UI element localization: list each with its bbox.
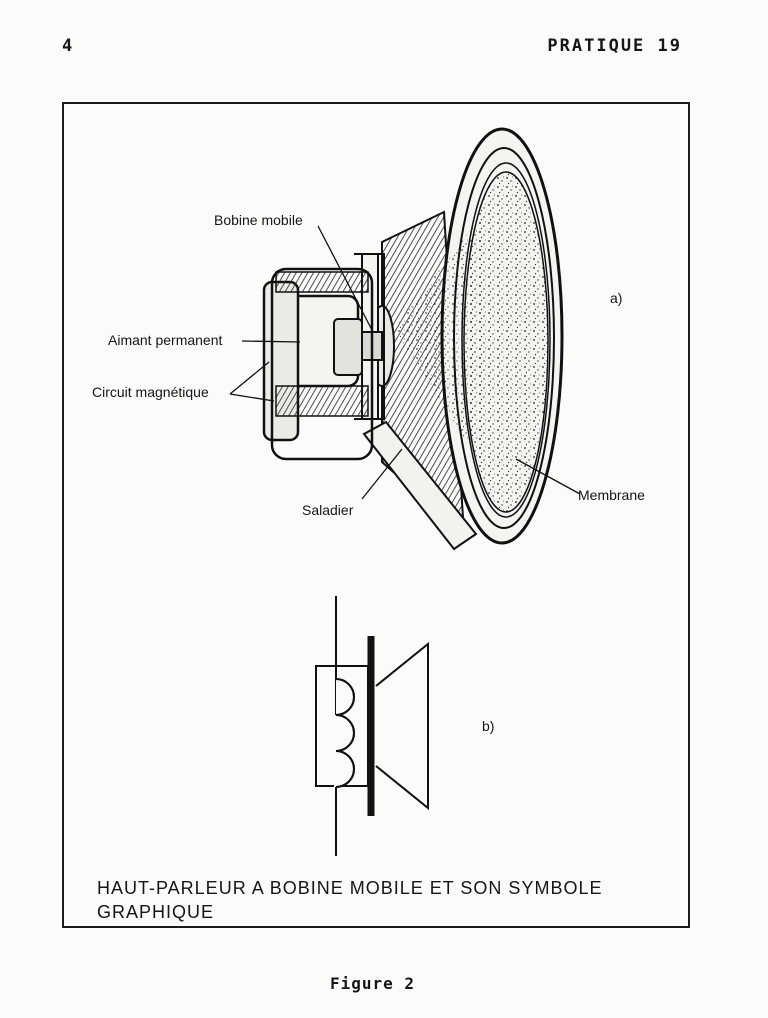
figure-number: Figure 2 <box>330 974 416 993</box>
magnetic-circuit <box>270 267 374 461</box>
loudspeaker-illustration <box>229 127 581 856</box>
loudspeaker-symbol <box>315 596 429 856</box>
caption-line-1: HAUT-PARLEUR A BOBINE MOBILE ET SON SYMB… <box>97 878 603 898</box>
figure-frame: Bobine mobile Aimant permanent Circuit m… <box>62 102 690 928</box>
label-permanent-magnet: Aimant permanent <box>108 332 223 348</box>
label-voice-coil: Bobine mobile <box>214 212 303 228</box>
label-cone: Membrane <box>578 487 645 503</box>
coil-symbol <box>335 678 355 788</box>
figure-caption: HAUT-PARLEUR A BOBINE MOBILE ET SON SYMB… <box>97 876 602 924</box>
page-number: 4 <box>62 36 74 56</box>
cone-symbol <box>375 641 429 811</box>
label-basket: Saladier <box>302 502 354 518</box>
caption-line-2: GRAPHIQUE <box>97 902 215 922</box>
part-a-tag: a) <box>610 290 623 306</box>
part-b-tag: b) <box>482 718 495 734</box>
running-head: PRATIQUE 19 <box>547 36 682 56</box>
speaker-drawing <box>262 127 564 551</box>
label-leaders <box>229 225 581 500</box>
label-magnetic-circuit: Circuit magnétique <box>92 384 209 400</box>
